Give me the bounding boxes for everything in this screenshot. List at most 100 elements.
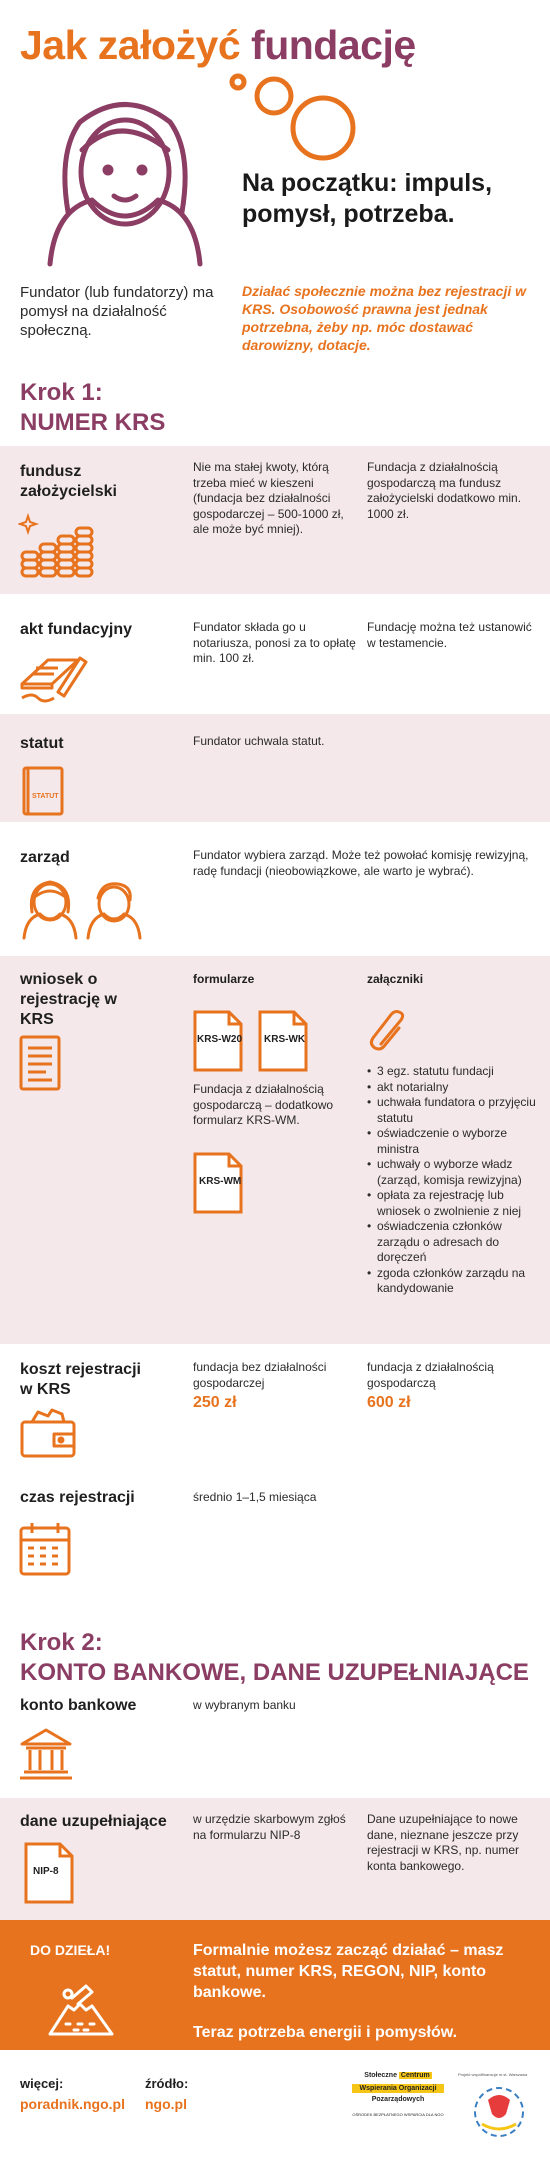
dane-col2: Dane uzupełniające to nowe dane, nieznan… <box>367 1812 520 1873</box>
zarzad-col1: Fundator wybiera zarząd. Może też powoła… <box>193 848 529 878</box>
scwop-logo: Stołeczne Centrum Wspierania Organizacji… <box>352 2070 444 2122</box>
form-krs-wk: KRS-WK <box>258 1010 308 1072</box>
founder-caption: Fundator (lub fundatorzy) ma pomysł na d… <box>20 284 214 339</box>
calendar-icon <box>19 1523 71 1576</box>
row-label: akt fundacyjny <box>20 621 133 638</box>
form-document-icon <box>193 1010 243 1072</box>
forms-heading: formularze <box>193 972 255 986</box>
row-label: konto bankowe <box>20 1697 137 1714</box>
form-krs-w20: KRS-W20 <box>193 1010 243 1072</box>
title-part1: Jak założyć <box>20 22 241 68</box>
row-label: fundusz założycielski <box>20 463 117 500</box>
attachment-item: oświadczenia członków zarządu o adresach… <box>367 1219 539 1266</box>
row-koszt: koszt rejestracji w KRS fundacja bez dzi… <box>0 1350 550 1470</box>
form-document-icon <box>24 1842 74 1904</box>
thought-bubbles-icon <box>229 73 356 161</box>
akt-col2: Fundację można też ustanowić w testamenc… <box>367 620 532 650</box>
attachment-item: zgoda członków zarządu na kandydowanie <box>367 1266 539 1297</box>
koszt-col1-text: fundacja bez działalności gospodarczej <box>193 1360 327 1390</box>
partner-note: Projekt współfinansuje m.st. Warszawa <box>458 2072 528 2077</box>
step2-line2: KONTO BANKOWE, DANE UZUPEŁNIAJĄCE <box>20 1659 529 1686</box>
page-title: Jak założyć fundację <box>20 22 416 69</box>
form-label: KRS-WK <box>264 1034 306 1045</box>
form-label: NIP-8 <box>33 1866 59 1877</box>
attachment-item: opłata za rejestrację lub wniosek o zwol… <box>367 1188 539 1219</box>
signing-document-icon <box>20 656 88 703</box>
logo-line2: Centrum <box>398 2072 432 2079</box>
attachment-item: 3 egz. statutu fundacji <box>367 1064 539 1080</box>
form-label: KRS-W20 <box>197 1034 243 1045</box>
row-label: czas rejestracji <box>20 1489 135 1506</box>
koszt-price2: 600 zł <box>367 1394 411 1411</box>
attachment-item: oświadczenie o wyborze ministra <box>367 1126 539 1157</box>
koszt-col1: fundacja bez działalności gospodarczej 2… <box>193 1360 358 1411</box>
step2-line1: Krok 2: <box>20 1629 103 1656</box>
attachments-list: 3 egz. statutu fundacji akt notarialny u… <box>367 1064 539 1297</box>
fundusz-col1: Nie ma stałej kwoty, którą trzeba mieć w… <box>193 460 344 536</box>
founder-face-icon <box>47 102 203 267</box>
row-wniosek: wniosek o rejestrację w KRS formularze z… <box>0 956 550 1344</box>
fundusz-col2: Fundacja z działalnością gospodarczą ma … <box>367 460 522 521</box>
konto-col1: w wybranym banku <box>193 1698 296 1712</box>
paperclip-icon <box>369 1010 405 1051</box>
row-label: koszt rejestracji w KRS <box>20 1361 141 1398</box>
row-label: dane uzupełniające <box>20 1813 167 1830</box>
dane-col1: w urzędzie skarbowym zgłoś na formularzu… <box>193 1812 346 1842</box>
attachments-heading: załączniki <box>367 972 424 986</box>
form-krs-wm: KRS-WM <box>193 1152 243 1214</box>
step2-title: Krok 2: KONTO BANKOWE, DANE UZUPEŁNIAJĄC… <box>20 1628 540 1688</box>
intro-note: Działać społecznie można bez rejestracji… <box>242 283 526 353</box>
statute-icon-text: STATUT <box>32 793 59 800</box>
koszt-price1: 250 zł <box>193 1394 237 1411</box>
cta-message2: Teraz potrzeba energii i pomysłów. <box>193 2024 458 2041</box>
logo-line3: Wspierania Organizacji <box>352 2084 444 2093</box>
application-document-icon <box>19 1035 61 1091</box>
go-label: DO DZIEŁA! <box>30 1942 111 1958</box>
more-link[interactable]: poradnik.ngo.pl <box>20 2096 125 2112</box>
volcano-spyglass-icon <box>48 1984 114 2036</box>
form-document-icon <box>193 1152 243 1214</box>
call-to-action-band: DO DZIEŁA! Formalnie możesz zacząć dział… <box>0 1920 550 2050</box>
logo-line4: Pozarządowych <box>371 2096 425 2103</box>
wallet-icon <box>20 1408 76 1458</box>
attachment-item: uchwały o wyborze władz (zarząd, komisja… <box>367 1157 539 1188</box>
coins-icon <box>18 512 94 578</box>
form-nip8: NIP-8 <box>24 1842 74 1904</box>
board-people-icon <box>22 880 142 940</box>
more-label: więcej: <box>20 2076 64 2091</box>
koszt-col2: fundacja z działalnością gospodarczą 600… <box>367 1360 537 1411</box>
koszt-col2-text: fundacja z działalnością gospodarczą <box>367 1360 494 1390</box>
source-link[interactable]: ngo.pl <box>145 2096 187 2112</box>
attachment-item: uchwała fundatora o przyjęciu statutu <box>367 1095 539 1126</box>
step1-line2: NUMER KRS <box>20 409 166 436</box>
row-fundusz: fundusz założycielski Nie ma stałej kwot… <box>0 446 550 594</box>
row-label: statut <box>20 735 64 752</box>
row-konto: konto bankowe w wybranym banku <box>0 1694 550 1794</box>
step1-line1: Krok 1: <box>20 379 103 406</box>
logo-small: OŚRODEK BEZPŁATNEGO WSPARCIA DLA NGO <box>352 2112 444 2117</box>
source-label: źródło: <box>145 2076 189 2091</box>
title-part2: fundację <box>251 22 416 68</box>
czas-col1: średnio 1–1,5 miesiąca <box>193 1490 317 1504</box>
akt-col1: Fundator składa go u notariusza, ponosi … <box>193 620 356 665</box>
form-label: KRS-WM <box>199 1176 242 1187</box>
statute-book-icon: STATUT <box>22 766 64 816</box>
forms-note: Fundacja z działalnością gospodarczą – d… <box>193 1082 334 1127</box>
intro-heading: Na początku: impuls, pomysł, potrzeba. <box>242 169 493 228</box>
statut-col1: Fundator uchwala statut. <box>193 734 325 748</box>
warsaw-partner-logo-icon <box>474 2087 524 2137</box>
attachment-item: akt notarialny <box>367 1080 539 1096</box>
row-dane: dane uzupełniające NIP-8 w urzędzie skar… <box>0 1798 550 1920</box>
cta-message: Formalnie możesz zacząć działać – masz s… <box>193 1942 504 2001</box>
row-label: wniosek o rejestrację w KRS <box>20 971 117 1028</box>
form-document-icon <box>258 1010 308 1072</box>
row-zarzad: zarząd Fundator wybiera zarząd. Może też… <box>0 828 550 950</box>
logo-line1: Stołeczne <box>364 2072 397 2079</box>
row-akt: akt fundacyjny Fundator składa go u nota… <box>0 600 550 708</box>
row-label: zarząd <box>20 849 70 866</box>
row-statut: statut STATUT Fundator uchwala statut. <box>0 714 550 822</box>
bank-icon <box>20 1728 72 1780</box>
row-czas: czas rejestracji średnio 1–1,5 miesiąca <box>0 1476 550 1584</box>
step1-title: Krok 1: NUMER KRS <box>20 378 165 438</box>
